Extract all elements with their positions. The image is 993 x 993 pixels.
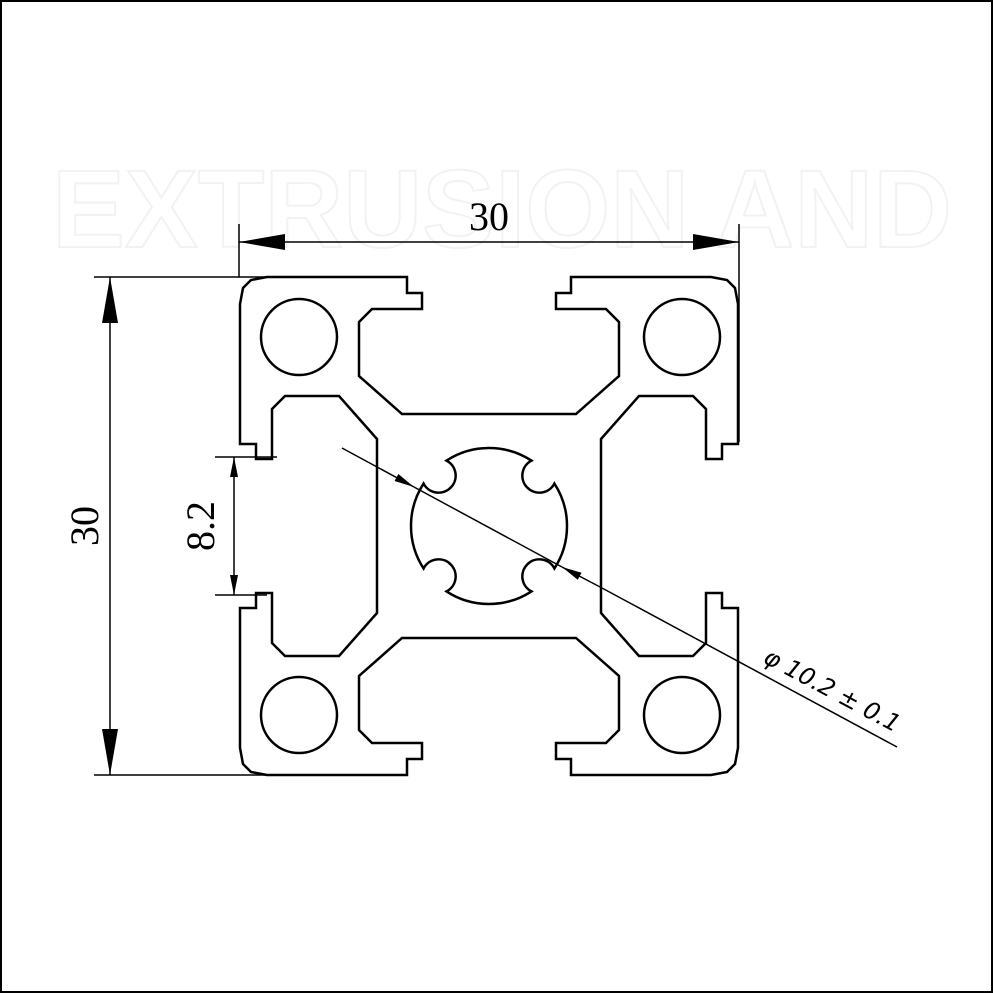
corner-hole (642, 297, 722, 377)
corner-holes (259, 297, 722, 755)
slot-dimension-label: 8.2 (178, 501, 223, 551)
slot-dimension (215, 456, 277, 596)
watermark-text: EXTRUSION AND (52, 148, 952, 271)
height-dimension-label: 30 (62, 506, 107, 546)
width-dimension (238, 224, 740, 442)
corner-hole (259, 297, 339, 377)
width-dimension-label: 30 (469, 194, 509, 239)
bore-diameter-label: φ 10.2 ± 0.1 (759, 643, 905, 738)
center-bore (409, 446, 569, 606)
corner-hole (259, 675, 339, 755)
profile-outline (238, 275, 740, 777)
bore-diameter-leader (341, 447, 898, 748)
corner-hole (642, 675, 722, 755)
height-dimension (94, 276, 357, 776)
